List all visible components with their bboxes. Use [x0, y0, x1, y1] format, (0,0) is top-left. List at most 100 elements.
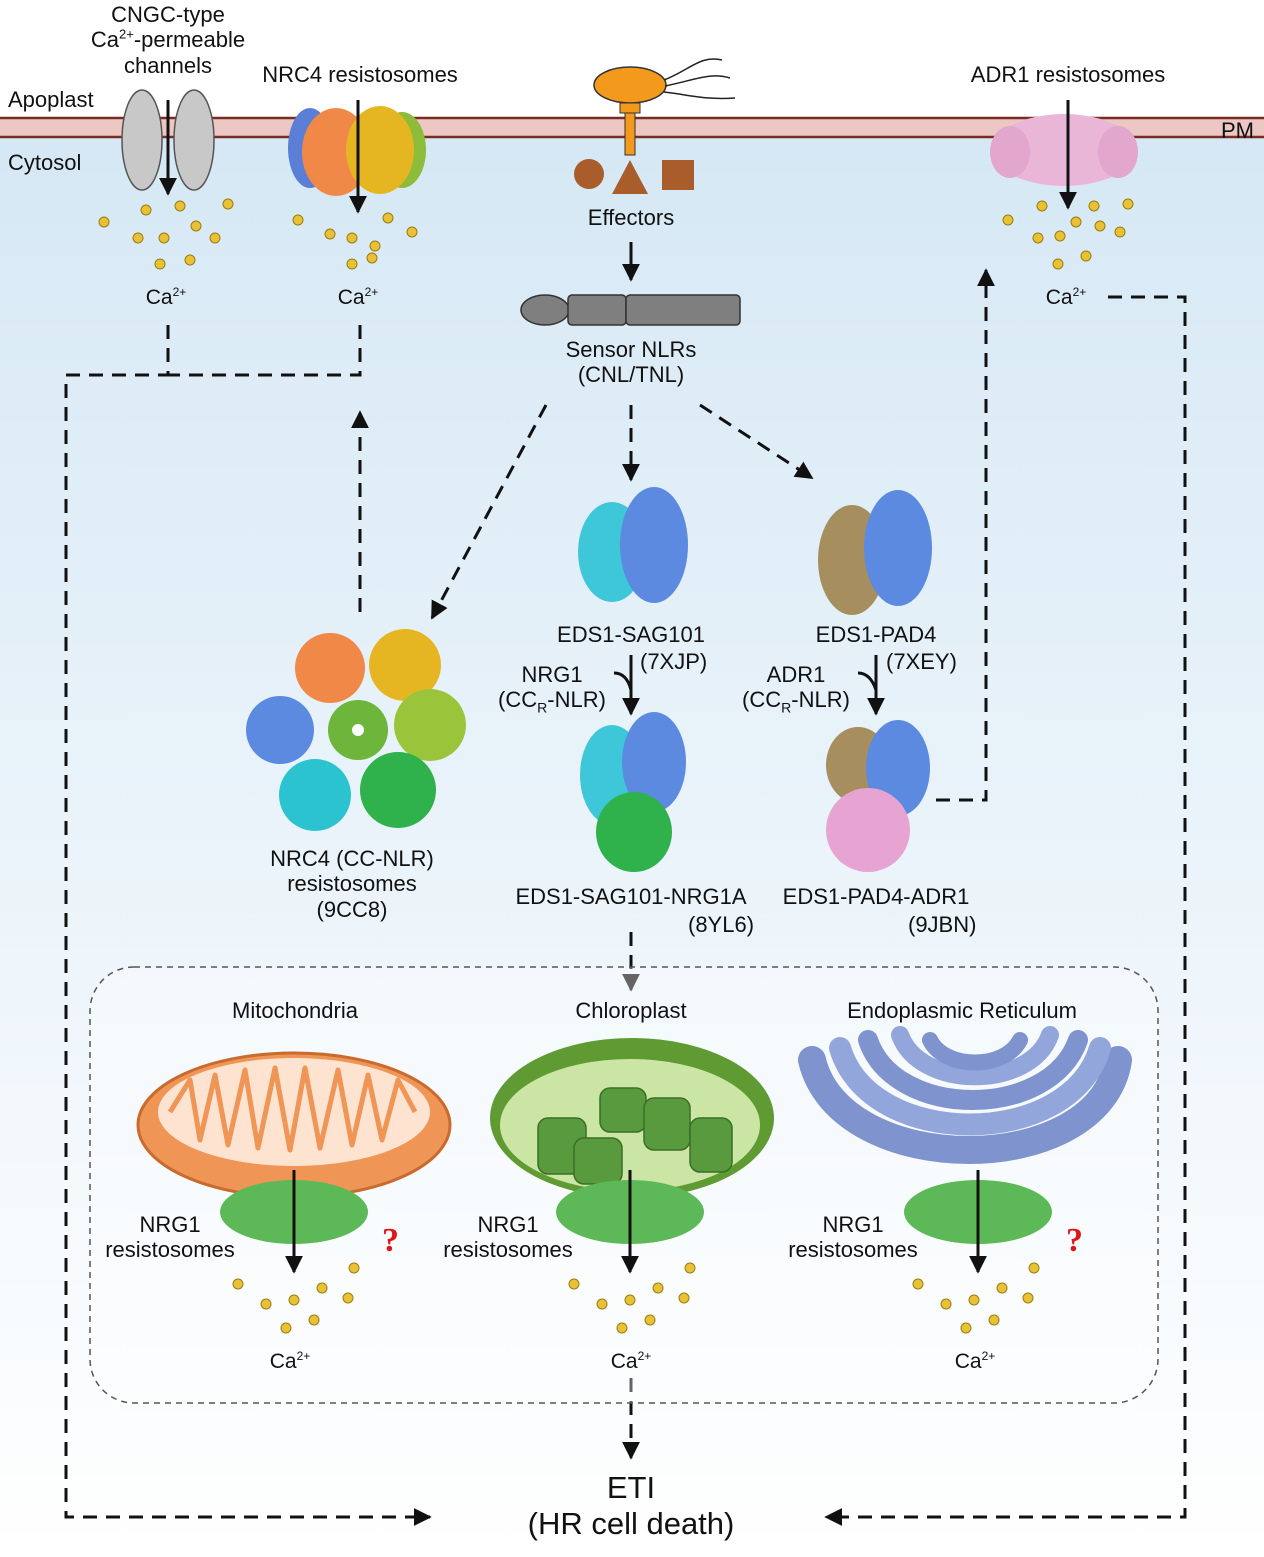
ca-base: Ca — [269, 1350, 297, 1373]
sensor-line2: (CNL/TNL) — [577, 362, 685, 388]
calcium-ions-cngc — [98, 198, 234, 270]
mito-nrg1-label: NRG1 resistosomes — [105, 1212, 235, 1263]
nrg1-post: -NLR) — [547, 687, 606, 713]
eds1-pad4-adr1-code: (9JBN) — [908, 912, 977, 937]
ca-sup: 2+ — [981, 1349, 996, 1363]
calcium-label-cngc: Ca2+ — [146, 285, 187, 310]
calcium-ions-adr1 — [1002, 198, 1134, 270]
ca-sup: 2+ — [1072, 285, 1087, 299]
adr1-membrane-resistosome-icon — [990, 100, 1138, 210]
ca-base: Ca — [337, 286, 365, 309]
nrc4-cc-line3: (9CC8) — [316, 896, 388, 922]
eds1-pad4-label: EDS1-PAD4 — [815, 622, 937, 647]
er-nrg1-label: NRG1 resistosomes — [788, 1212, 918, 1263]
adr1-pre: (CC — [742, 687, 782, 713]
calcium-ions-nrc4 — [292, 212, 418, 270]
er-nrg1-line1: NRG1 — [822, 1212, 884, 1237]
chloro-nrg1-label: NRG1 resistosomes — [443, 1212, 573, 1263]
calcium-label-adr1: Ca2+ — [1045, 285, 1087, 310]
sensor-line1: Sensor NLRs — [565, 337, 697, 362]
eds1-sag101-code: (7XJP) — [640, 649, 708, 674]
calcium-label-chloro: Ca2+ — [610, 1349, 652, 1374]
eds1-sag101-nrg1a-code: (8YL6) — [688, 912, 755, 937]
endoplasmic-reticulum-icon — [798, 1026, 1132, 1164]
nrg1-resistosome-chloro-icon — [556, 1170, 704, 1274]
adr1-input-label: ADR1 (CCR-NLR) — [742, 662, 850, 716]
eti-outcome-label: ETI (HR cell death) — [528, 1470, 735, 1541]
mito-question-mark: ? — [382, 1222, 399, 1259]
ca-sup: 2+ — [637, 1349, 652, 1363]
calcium-ions-mito — [232, 1262, 360, 1334]
mitochondrion-icon — [136, 1051, 452, 1199]
nrc4-cc-line2: resistosomes — [287, 871, 417, 897]
sensor-nlr-icon — [520, 294, 741, 326]
eds1-pad4-code: (7XEY) — [886, 649, 957, 674]
adr1-sub: R — [781, 699, 792, 716]
nrc4-membrane-resistosome-icon — [288, 100, 426, 214]
cngc-channel-icon — [121, 89, 215, 196]
eds1-sag101-label: EDS1-SAG101 — [557, 622, 705, 647]
nrg1-joining-arrow — [613, 655, 640, 716]
eds1-pad4-structure-icon — [818, 490, 932, 615]
eti-line2: (HR cell death) — [527, 1505, 735, 1541]
calcium-ions-chloro — [568, 1262, 696, 1334]
calcium-ions-er — [912, 1262, 1040, 1334]
effector-shapes-icon — [574, 159, 694, 194]
sensor-nlrs-label: Sensor NLRs (CNL/TNL) — [566, 337, 697, 388]
dashed-arrows — [64, 268, 1187, 1526]
adr1-post: -NLR) — [791, 687, 850, 713]
ca-base: Ca — [954, 1350, 982, 1373]
eds1-sag101-nrg1a-structure-icon — [580, 712, 686, 872]
nrg1-resistosome-mito-icon — [220, 1170, 368, 1274]
er-question-mark: ? — [1066, 1222, 1083, 1259]
nrg1-pre: (CC — [498, 687, 538, 713]
nrg1-input-name: NRG1 — [521, 662, 583, 687]
nrc4-cc-nlr-resistosome-icon — [246, 629, 466, 831]
calcium-label-nrc4: Ca2+ — [337, 285, 379, 310]
ca-sup: 2+ — [296, 1349, 311, 1363]
cngc-title-line3: channels — [123, 52, 213, 78]
calcium-label-er: Ca2+ — [954, 1349, 996, 1374]
pathogen-icon — [593, 58, 736, 156]
cngc-title-line2: Ca2+-permeable — [91, 27, 245, 52]
er-nrg1-line2: resistosomes — [788, 1237, 918, 1263]
eds1-pad4-adr1-label: EDS1-PAD4-ADR1 — [782, 884, 970, 909]
eds1-pad4-adr1-structure-icon — [826, 720, 930, 872]
mitochondria-title: Mitochondria — [232, 998, 358, 1023]
chloro-nrg1-line1: NRG1 — [477, 1212, 539, 1237]
er-title: Endoplasmic Reticulum — [847, 998, 1077, 1023]
nrc4-cc-nlr-label: NRC4 (CC-NLR) resistosomes (9CC8) — [270, 846, 434, 922]
calcium-label-mito: Ca2+ — [269, 1349, 311, 1374]
ca-base: Ca — [610, 1350, 638, 1373]
mito-nrg1-line1: NRG1 — [139, 1212, 201, 1237]
eds1-sag101-structure-icon — [578, 487, 688, 603]
adr1-joining-arrow — [857, 655, 885, 716]
effectors-label: Effectors — [587, 205, 675, 230]
chloroplast-icon — [490, 1038, 774, 1198]
cngc-title-line1: CNGC-type — [111, 2, 225, 27]
eti-line1: ETI — [606, 1470, 656, 1505]
cngc-title: CNGC-type Ca2+-permeable channels — [91, 2, 245, 78]
chloro-nrg1-line2: resistosomes — [443, 1237, 573, 1263]
chloroplast-title: Chloroplast — [575, 998, 687, 1023]
nrg1-resistosome-er-icon — [904, 1170, 1052, 1274]
adr1-resistosomes-title: ADR1 resistosomes — [970, 62, 1166, 87]
nrc4-resistosomes-title: NRC4 resistosomes — [262, 62, 458, 87]
cngc-ca: Ca — [90, 27, 120, 53]
ca-sup: 2+ — [364, 285, 379, 299]
mito-nrg1-line2: resistosomes — [105, 1237, 235, 1263]
pm-label: PM — [1221, 118, 1254, 143]
adr1-input-name: ADR1 — [766, 662, 826, 687]
cngc-sup: 2+ — [119, 26, 134, 42]
nrg1-input-label: NRG1 (CCR-NLR) — [498, 662, 606, 716]
adr1-input-type: (CCR-NLR) — [742, 687, 850, 715]
ca-base: Ca — [1045, 286, 1073, 309]
eds1-sag101-nrg1a-label: EDS1-SAG101-NRG1A — [515, 884, 747, 909]
cngc-permeable: -permeable — [133, 27, 246, 53]
cytosol-label: Cytosol — [8, 150, 82, 175]
nrg1-input-type: (CCR-NLR) — [498, 687, 606, 715]
apoplast-label: Apoplast — [8, 87, 94, 112]
nrc4-cc-line1: NRC4 (CC-NLR) — [270, 846, 434, 871]
